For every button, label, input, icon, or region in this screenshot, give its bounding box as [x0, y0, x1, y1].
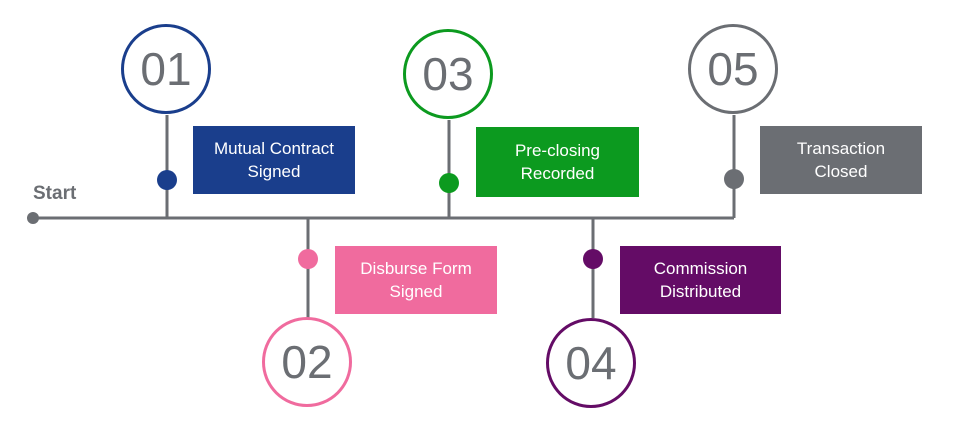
step-circle-05: 05 [688, 24, 778, 114]
marker-dot-01 [157, 170, 177, 190]
step-label-03: Pre-closing Recorded [476, 127, 639, 197]
marker-dot-03 [439, 173, 459, 193]
step-circle-04: 04 [546, 318, 636, 408]
step-label-02: Disburse Form Signed [335, 246, 497, 314]
start-label: Start [33, 183, 77, 204]
step-label-04: Commission Distributed [620, 246, 781, 314]
step-label-05: Transaction Closed [760, 126, 922, 194]
marker-dot-02 [298, 249, 318, 269]
step-label-01: Mutual Contract Signed [193, 126, 355, 194]
step-circle-03: 03 [403, 29, 493, 119]
step-circle-02: 02 [262, 317, 352, 407]
start-dot [27, 212, 39, 224]
marker-dot-04 [583, 249, 603, 269]
marker-dot-05 [724, 169, 744, 189]
step-circle-01: 01 [121, 24, 211, 114]
